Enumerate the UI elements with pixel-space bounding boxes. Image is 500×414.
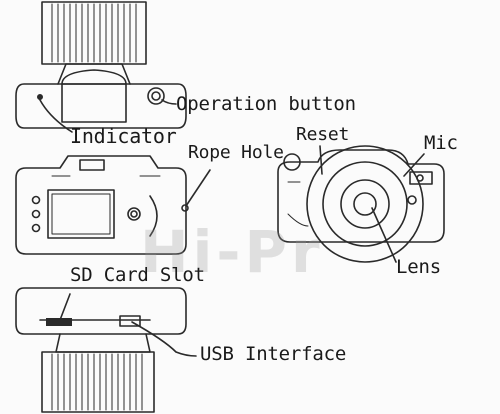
front-view-body (277, 145, 445, 263)
leader-lens (371, 207, 397, 263)
label-operation-button: Operation button (176, 93, 356, 115)
leader-indicator (39, 99, 73, 133)
watermark: Hi-Pr (140, 218, 324, 286)
back-view-body (15, 155, 189, 255)
label-lens: Lens (396, 256, 441, 278)
leader-mic (403, 153, 425, 177)
top-view-lens-barrel (41, 1, 147, 65)
leader-reset (319, 145, 323, 175)
label-rope-hole: Rope Hole (188, 142, 284, 163)
label-mic: Mic (424, 132, 458, 154)
bottom-view-body (15, 287, 187, 335)
leader-rope-hole (185, 169, 211, 207)
label-sd-card-slot: SD Card Slot (70, 264, 205, 286)
leader-sd-card-slot (59, 293, 71, 321)
label-usb-interface: USB Interface (200, 343, 347, 365)
leader-usb-interface (131, 321, 197, 357)
bottom-view-lens-barrel (41, 333, 155, 413)
label-indicator: Indicator (70, 124, 177, 148)
label-reset: Reset (296, 124, 350, 145)
leader-operation-button (161, 99, 177, 105)
top-view-body (15, 63, 187, 129)
